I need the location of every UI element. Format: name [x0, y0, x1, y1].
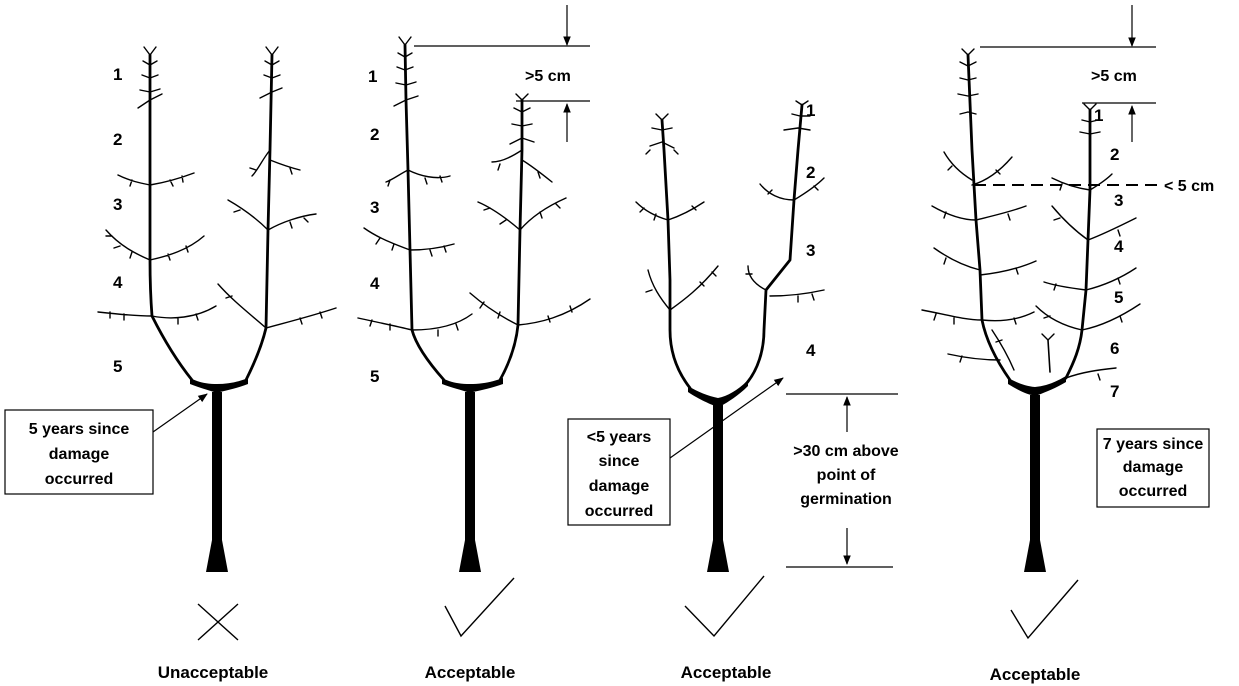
- callout-text: occurred: [1119, 483, 1187, 500]
- growth-number: 2: [113, 130, 122, 149]
- panel-acceptable-c: 1 2 3 4 5 6 7 >5 cm < 5 cm 7 years since…: [921, 5, 1214, 684]
- callout-text: <5 years: [587, 429, 652, 446]
- callout-box: <5 years since damage occurred: [567, 418, 671, 526]
- height-difference-indicator: >5 cm: [980, 5, 1156, 142]
- callout-text: occurred: [45, 471, 113, 488]
- callout-text: occurred: [585, 503, 653, 520]
- verdict-caption: Unacceptable: [158, 663, 269, 682]
- growth-number: 4: [370, 274, 380, 293]
- callout-text: 5 years since: [29, 421, 130, 438]
- height-label: germination: [800, 491, 892, 508]
- cross-icon: [197, 603, 239, 641]
- growth-number: 3: [370, 198, 379, 217]
- tree-acceptable-c: [921, 48, 1141, 572]
- check-icon: [1010, 579, 1079, 640]
- growth-number: 5: [1114, 288, 1123, 307]
- growth-number: 6: [1110, 339, 1119, 358]
- growth-number: 1: [368, 67, 377, 86]
- height-label: point of: [817, 467, 876, 484]
- growth-number: 5: [370, 367, 379, 386]
- tree-acceptable-a: [357, 36, 591, 572]
- dashed-line-label: < 5 cm: [1164, 178, 1214, 195]
- growth-number: 4: [113, 273, 123, 292]
- growth-number: 2: [806, 163, 815, 182]
- height-difference-indicator: >5 cm: [414, 5, 590, 142]
- callout-text: damage: [1123, 459, 1184, 476]
- height-difference-label: >5 cm: [1091, 68, 1137, 85]
- height-label: >30 cm above: [793, 443, 899, 460]
- growth-number: 4: [1114, 237, 1124, 256]
- callout-arrow: [152, 393, 208, 433]
- verdict-caption: Acceptable: [990, 665, 1081, 684]
- growth-number: 3: [113, 195, 122, 214]
- dashed-reference-line: < 5 cm: [974, 178, 1214, 195]
- panel-acceptable-a: 1 2 3 4 5 >5 cm Acceptable: [357, 5, 591, 682]
- tree-acceptable-b: [635, 100, 825, 572]
- callout-box: 5 years since damage occurred: [4, 409, 154, 495]
- growth-number: 2: [1110, 145, 1119, 164]
- growth-number: 3: [1114, 191, 1123, 210]
- growth-number: 2: [370, 125, 379, 144]
- panel-unacceptable: 1 2 3 4 5 5 years since damage occurred …: [4, 46, 337, 682]
- panel-acceptable-b: 1 2 3 4 <5 years since damage occurred >…: [567, 100, 899, 682]
- growth-number: 1: [1094, 106, 1103, 125]
- growth-number: 4: [806, 341, 816, 360]
- check-icon: [444, 577, 515, 638]
- height-difference-label: >5 cm: [525, 68, 571, 85]
- check-icon: [684, 575, 765, 638]
- callout-text: 7 years since: [1103, 436, 1204, 453]
- callout-arrow: [669, 377, 784, 459]
- height-above-germination-indicator: >30 cm above point of germination: [786, 393, 899, 568]
- verdict-caption: Acceptable: [425, 663, 516, 682]
- growth-number: 5: [113, 357, 122, 376]
- growth-number: 1: [113, 65, 122, 84]
- growth-number: 7: [1110, 382, 1119, 401]
- callout-text: damage: [49, 446, 110, 463]
- verdict-caption: Acceptable: [681, 663, 772, 682]
- callout-text: since: [599, 453, 640, 470]
- tree-unacceptable: [97, 46, 337, 572]
- callout-box: 7 years since damage occurred: [1096, 428, 1210, 508]
- callout-text: damage: [589, 478, 650, 495]
- growth-number: 3: [806, 241, 815, 260]
- growth-number: 1: [806, 101, 815, 120]
